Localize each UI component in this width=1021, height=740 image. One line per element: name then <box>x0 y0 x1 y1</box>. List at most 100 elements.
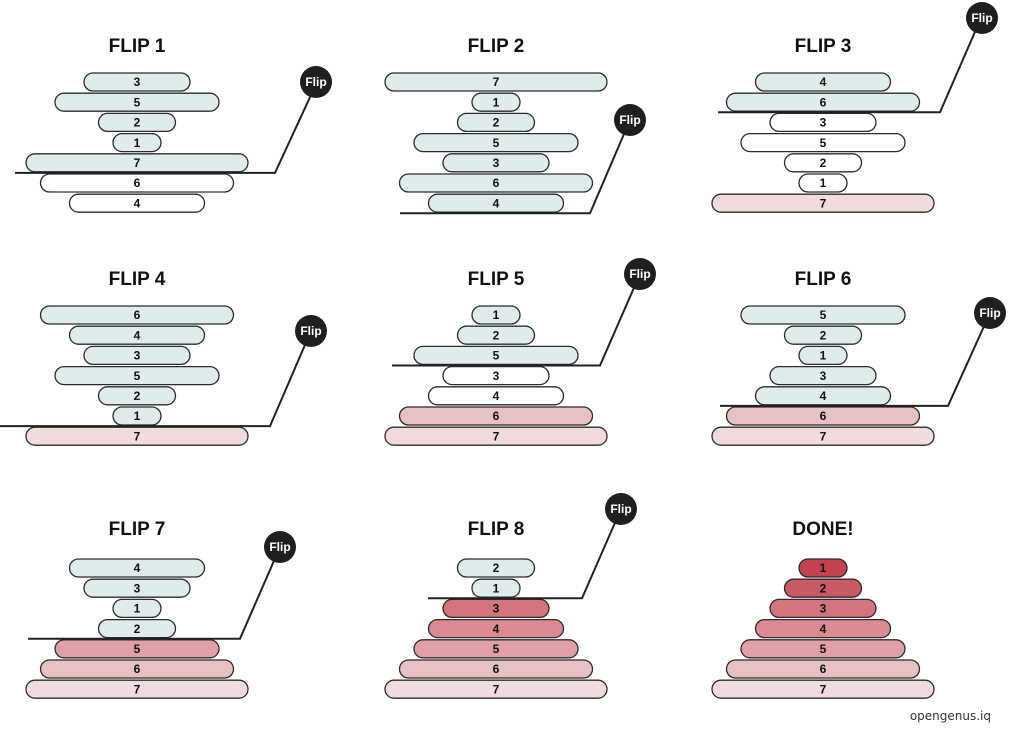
pancake <box>769 598 877 619</box>
pancake <box>97 618 177 639</box>
pancake-label: 5 <box>820 136 827 150</box>
pancake-label: 5 <box>820 642 827 656</box>
pancake-label: 4 <box>493 622 500 636</box>
pancake <box>384 426 608 446</box>
panel-title: FLIP 1 <box>109 36 166 57</box>
pancake <box>471 578 521 598</box>
panel-title: FLIP 7 <box>109 519 166 540</box>
pancake-label: 3 <box>134 581 141 595</box>
pancake-label: 7 <box>820 196 827 210</box>
pancake <box>39 305 235 325</box>
pancake <box>798 558 848 578</box>
pancake <box>754 72 892 92</box>
pancake <box>384 72 608 92</box>
pancake <box>25 426 249 446</box>
pancake-label: 3 <box>134 349 141 363</box>
pancake-label: 2 <box>134 116 141 130</box>
pancake-label: 4 <box>493 389 500 403</box>
pancake <box>456 325 536 345</box>
flip-badge-label: Flip <box>610 502 631 516</box>
pancake-label: 3 <box>134 75 141 89</box>
flip-line <box>392 273 641 367</box>
pancake-label: 7 <box>134 156 141 170</box>
pancake <box>471 305 521 325</box>
flip-badge-label: Flip <box>300 324 321 338</box>
pancake <box>112 598 162 619</box>
flip-badge-label: Flip <box>619 113 640 127</box>
pancake <box>783 578 863 598</box>
pancake-label: 6 <box>820 409 827 423</box>
pancake <box>754 618 892 639</box>
pancake <box>384 679 608 699</box>
pancake-label: 2 <box>134 622 141 636</box>
pancake-label: 1 <box>493 95 500 109</box>
pancake-label: 3 <box>493 369 500 383</box>
flip-badge-label: Flip <box>305 75 326 89</box>
pancake-label: 4 <box>134 328 141 342</box>
pancake-label: 5 <box>134 369 141 383</box>
pancake-label: 5 <box>134 95 141 109</box>
pancake-label: 4 <box>134 561 141 575</box>
flip-line <box>428 508 622 600</box>
pancake-label: 2 <box>820 581 827 595</box>
pancake <box>413 639 579 659</box>
pancake <box>54 92 220 112</box>
flip-badge <box>300 66 332 98</box>
pancake-label: 5 <box>493 349 500 363</box>
pancake-label: 1 <box>820 349 827 363</box>
pancake-label: 2 <box>493 116 500 130</box>
pancake <box>442 598 550 619</box>
pancake-label: 6 <box>134 308 141 322</box>
pancake <box>97 386 177 406</box>
pancake-label: 4 <box>493 196 500 210</box>
pancake <box>398 173 594 193</box>
flip-badge-label: Flip <box>979 306 1000 320</box>
pancake <box>798 173 848 193</box>
pancake-label: 5 <box>493 642 500 656</box>
pancake <box>711 679 935 699</box>
panel-title: FLIP 2 <box>468 36 525 57</box>
panel-title: FLIP 8 <box>468 519 525 540</box>
pancake-label: 1 <box>820 176 827 190</box>
pancake <box>783 153 863 173</box>
pancake <box>413 132 579 153</box>
panel-title: FLIP 3 <box>795 36 852 57</box>
pancake-label: 6 <box>134 662 141 676</box>
pancake <box>83 578 191 598</box>
pancake-label: 2 <box>134 389 141 403</box>
pancake <box>456 558 536 578</box>
flip-line <box>15 81 318 174</box>
pancake <box>442 153 550 173</box>
pancake <box>54 639 220 659</box>
pancake-label: 5 <box>134 642 141 656</box>
pancake <box>769 365 877 386</box>
pancake-label: 4 <box>134 196 141 210</box>
pancake-label: 6 <box>820 95 827 109</box>
pancake <box>725 659 921 679</box>
pancake-label: 6 <box>134 176 141 190</box>
credit-text: opengenus.iq <box>909 709 991 723</box>
pancake <box>740 132 906 153</box>
pancake <box>97 112 177 133</box>
pancake-label: 7 <box>493 682 500 696</box>
pancake <box>740 305 906 325</box>
pancake <box>711 426 935 446</box>
flip-badge <box>966 2 998 34</box>
flip-line <box>718 17 982 114</box>
pancake <box>39 659 235 679</box>
pancake <box>427 618 565 639</box>
pancake-label: 3 <box>820 602 827 616</box>
pancake-label: 3 <box>493 156 500 170</box>
pancake <box>398 659 594 679</box>
pancake <box>427 193 565 213</box>
pancake-label: 1 <box>820 561 827 575</box>
panel-title: FLIP 5 <box>468 269 525 290</box>
